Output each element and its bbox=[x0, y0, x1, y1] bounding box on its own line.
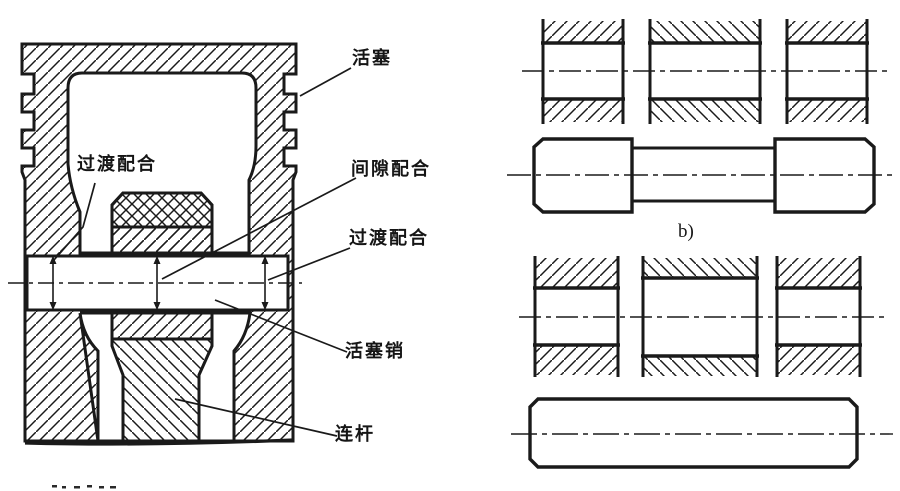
bushing-block-middle bbox=[648, 19, 762, 124]
label-piston-pin: 活塞销 bbox=[345, 341, 405, 361]
fit-arrow-middle bbox=[153, 255, 161, 311]
bushing-block-right-2 bbox=[775, 256, 862, 377]
rod-small-end bbox=[110, 191, 214, 229]
leader-connecting-rod bbox=[174, 398, 338, 437]
pin-bushing-upper bbox=[110, 225, 214, 255]
label-transition-fit-upper: 过渡配合 bbox=[77, 154, 157, 174]
pin-bushing-lower bbox=[110, 311, 214, 341]
connecting-rod-shank bbox=[110, 337, 214, 443]
leader-piston-pin bbox=[214, 299, 348, 353]
leader-transition-fit-upper bbox=[53, 182, 96, 261]
plain-pin-shaft bbox=[528, 397, 859, 469]
label-connecting-rod: 连杆 bbox=[335, 424, 375, 444]
leader-clearance-fit bbox=[161, 177, 357, 280]
truncated-caption-marks bbox=[52, 485, 116, 489]
fit-arrow-right bbox=[261, 255, 269, 311]
label-transition-fit-lower: 过渡配合 bbox=[349, 228, 429, 248]
label-subfigure-b: b) bbox=[678, 221, 694, 242]
skirt-bottom-edge bbox=[24, 438, 294, 446]
leader-piston bbox=[299, 67, 352, 97]
bushing-block-right bbox=[785, 19, 869, 124]
piston-section-drawing bbox=[8, 42, 357, 489]
pin-bore-outline bbox=[25, 254, 290, 312]
label-clearance-fit: 间隙配合 bbox=[351, 159, 431, 179]
fit-arrow-left bbox=[49, 255, 57, 311]
bushing-block-left-2 bbox=[533, 256, 620, 377]
label-piston: 活塞 bbox=[352, 48, 392, 68]
fit-diagram-lower bbox=[511, 256, 893, 469]
fit-diagram-b bbox=[507, 19, 897, 214]
leader-transition-fit-lower bbox=[267, 247, 351, 281]
